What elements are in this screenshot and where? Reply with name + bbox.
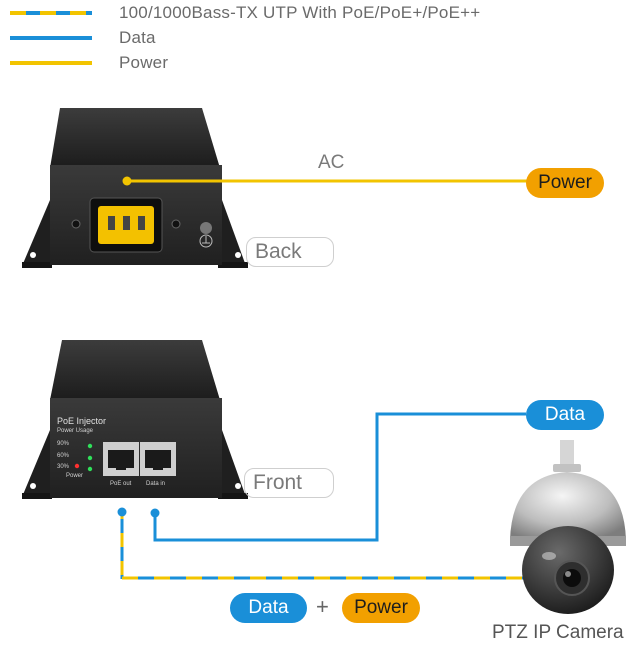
- data-line-swatch: [10, 35, 92, 40]
- data-badge: Data: [526, 400, 604, 430]
- legend: 100/1000Bass-TX UTP With PoE/PoE+/PoE++ …: [10, 0, 480, 75]
- ground-icon: [202, 236, 210, 244]
- legend-row-poe: 100/1000Bass-TX UTP With PoE/PoE+/PoE++: [10, 0, 480, 25]
- power-usage-label: Power Usage: [57, 428, 94, 434]
- led-90-label: 90%: [57, 441, 70, 447]
- legend-row-data: Data: [10, 25, 480, 50]
- data-in-port-label: Data in: [146, 481, 166, 487]
- legend-poe-label: 100/1000Bass-TX UTP With PoE/PoE+/PoE++: [119, 2, 481, 22]
- poe-out-port-label: PoE out: [110, 481, 132, 487]
- front-side-label: Front: [244, 468, 334, 498]
- ac-inlet-dot: [122, 176, 132, 186]
- bottom-data-badge: Data: [230, 593, 307, 623]
- ac-power-badge: Power: [526, 168, 604, 198]
- plus-sign: +: [316, 594, 329, 619]
- camera-label: PTZ IP Camera: [492, 622, 624, 643]
- injector-front: [22, 340, 248, 499]
- panel-title: PoE Injector: [57, 416, 107, 426]
- legend-power-label: Power: [119, 52, 169, 72]
- poe-out-dot: [117, 507, 127, 517]
- bottom-power-badge: Power: [342, 593, 420, 623]
- led-60-label: 60%: [57, 453, 70, 459]
- led-30-label: 30%: [57, 464, 70, 470]
- poe-line-swatch: [10, 10, 92, 15]
- data-in-dot: [150, 508, 160, 518]
- led-power-label: Power: [66, 473, 84, 479]
- ptz-camera-image: [510, 440, 626, 614]
- ac-label: AC: [318, 152, 345, 173]
- injector-back: [22, 108, 248, 268]
- back-side-label: Back: [246, 237, 334, 267]
- power-line-swatch: [10, 60, 92, 65]
- legend-data-label: Data: [119, 27, 156, 47]
- data-in-line: [153, 412, 526, 542]
- legend-row-power: Power: [10, 50, 480, 75]
